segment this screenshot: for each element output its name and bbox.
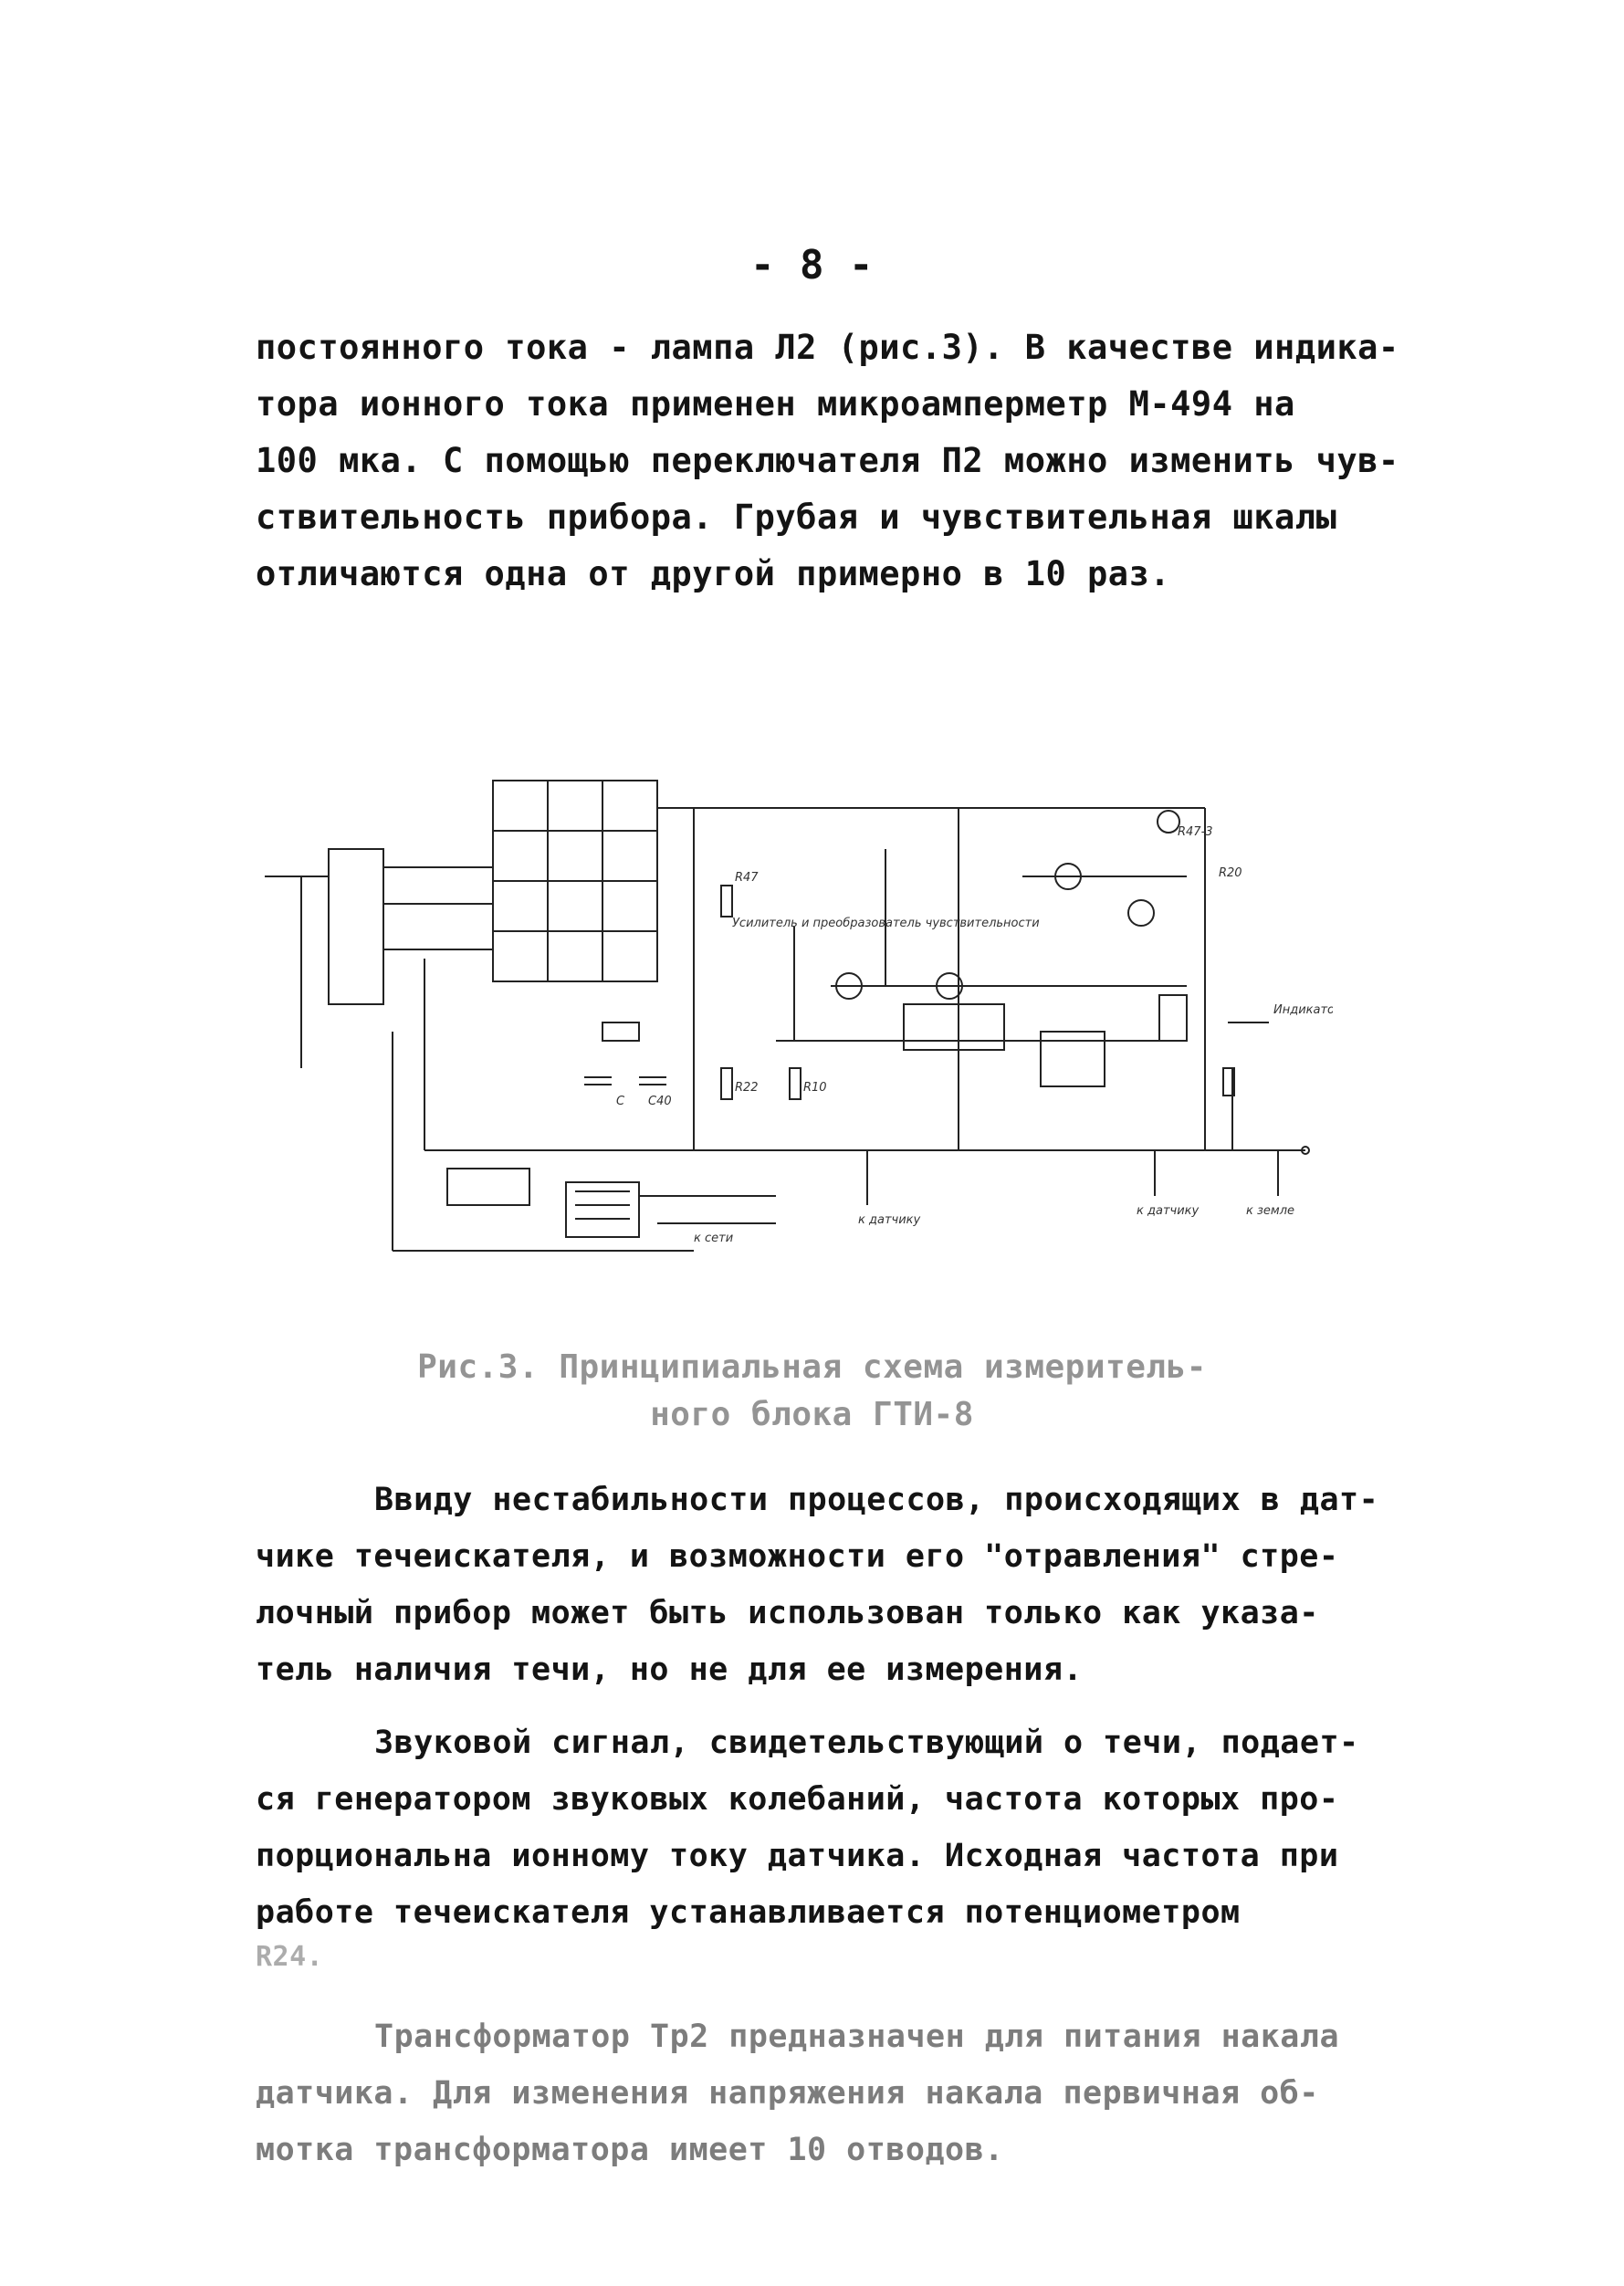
paragraph-4-line-1: Трансформатор Тр2 предназначен для питан… (374, 2019, 1340, 2055)
paragraph-3: Звуковой сигнал, свидетельствующий о теч… (256, 1714, 1359, 1941)
paragraph-1-line-1: постоянного тока - лампа Л2 (рис.3). В к… (256, 328, 1399, 367)
paragraph-3-line-1: Звуковой сигнал, свидетельствующий о теч… (374, 1725, 1359, 1761)
paragraph-2-line-2: чике течеискателя, и возможности его "от… (256, 1538, 1339, 1575)
label-r20: R20 (1219, 866, 1242, 880)
paragraph-2: Ввиду нестабильности процессов, происход… (256, 1472, 1378, 1698)
resistor-r47 (720, 885, 733, 918)
paragraph-3-line-2: ся генератором звуковых колебаний, часто… (256, 1781, 1339, 1818)
label-c: C (616, 1095, 625, 1108)
label-c40: C40 (648, 1095, 672, 1108)
label-to-ground: к земле (1246, 1204, 1294, 1218)
label-to-sensor: к датчику (1137, 1204, 1199, 1218)
label-indicator: Индикатор утечки (1273, 1003, 1333, 1017)
label-r22: R22 (735, 1081, 759, 1095)
page-number: - 8 - (750, 242, 874, 288)
paragraph-4-line-3: мотка трансформатора имеет 10 отводов. (256, 2132, 1004, 2168)
label-r47: R47 (735, 871, 759, 885)
paragraph-1-line-3: 100 мка. С помощью переключателя П2 можн… (256, 441, 1399, 480)
figure-caption-line-1: Рис.3. Принципиальная схема измеритель- (417, 1348, 1207, 1386)
paragraph-4-line-2: датчика. Для изменения напряжения накала… (256, 2075, 1319, 2112)
paragraph-3-line-3: порциональна ионному току датчика. Исход… (256, 1838, 1339, 1874)
paragraph-2-line-1: Ввиду нестабильности процессов, происход… (374, 1482, 1379, 1518)
resistor-r10 (789, 1067, 802, 1100)
label-r10: R10 (803, 1081, 827, 1095)
label-amplifier: Усилитель и преобразователь чувствительн… (732, 917, 1040, 930)
paragraph-1-line-2: тора ионного тока применен микроампермет… (256, 384, 1295, 424)
paragraph-1: постоянного тока - лампа Л2 (рис.3). В к… (256, 320, 1399, 603)
left-transformer (328, 848, 384, 1005)
label-r47-3: R47-3 (1178, 825, 1213, 839)
label-to-sensor-2: к датчику (858, 1213, 920, 1227)
amplifier-block (903, 1003, 1005, 1051)
paragraph-3-line-4: работе течеискателя устанавливается поте… (256, 1894, 1241, 1931)
paragraph-4: Трансформатор Тр2 предназначен для питан… (256, 2008, 1339, 2178)
paragraph-1-line-5: отличаются одна от другой примерно в 10 … (256, 554, 1171, 593)
figure-caption: Рис.3. Принципиальная схема измеритель- … (0, 1344, 1624, 1439)
paragraph-2-line-3: лочный прибор может быть использован тол… (256, 1595, 1319, 1631)
resistor-r22 (720, 1067, 733, 1100)
figure-caption-line-2: ного блока ГТИ-8 (650, 1396, 974, 1433)
label-supply: к сети (694, 1232, 733, 1245)
paragraph-1-line-4: ствительность прибора. Грубая и чувствит… (256, 498, 1337, 537)
output-transformer (565, 1181, 640, 1238)
paragraph-2-line-4: тель наличия течи, но не для ее измерени… (256, 1652, 1084, 1688)
potentiometer-label: R24. (256, 1941, 324, 1973)
circuit-schematic: R47 Усилитель и преобразователь чувствит… (265, 780, 1333, 1252)
